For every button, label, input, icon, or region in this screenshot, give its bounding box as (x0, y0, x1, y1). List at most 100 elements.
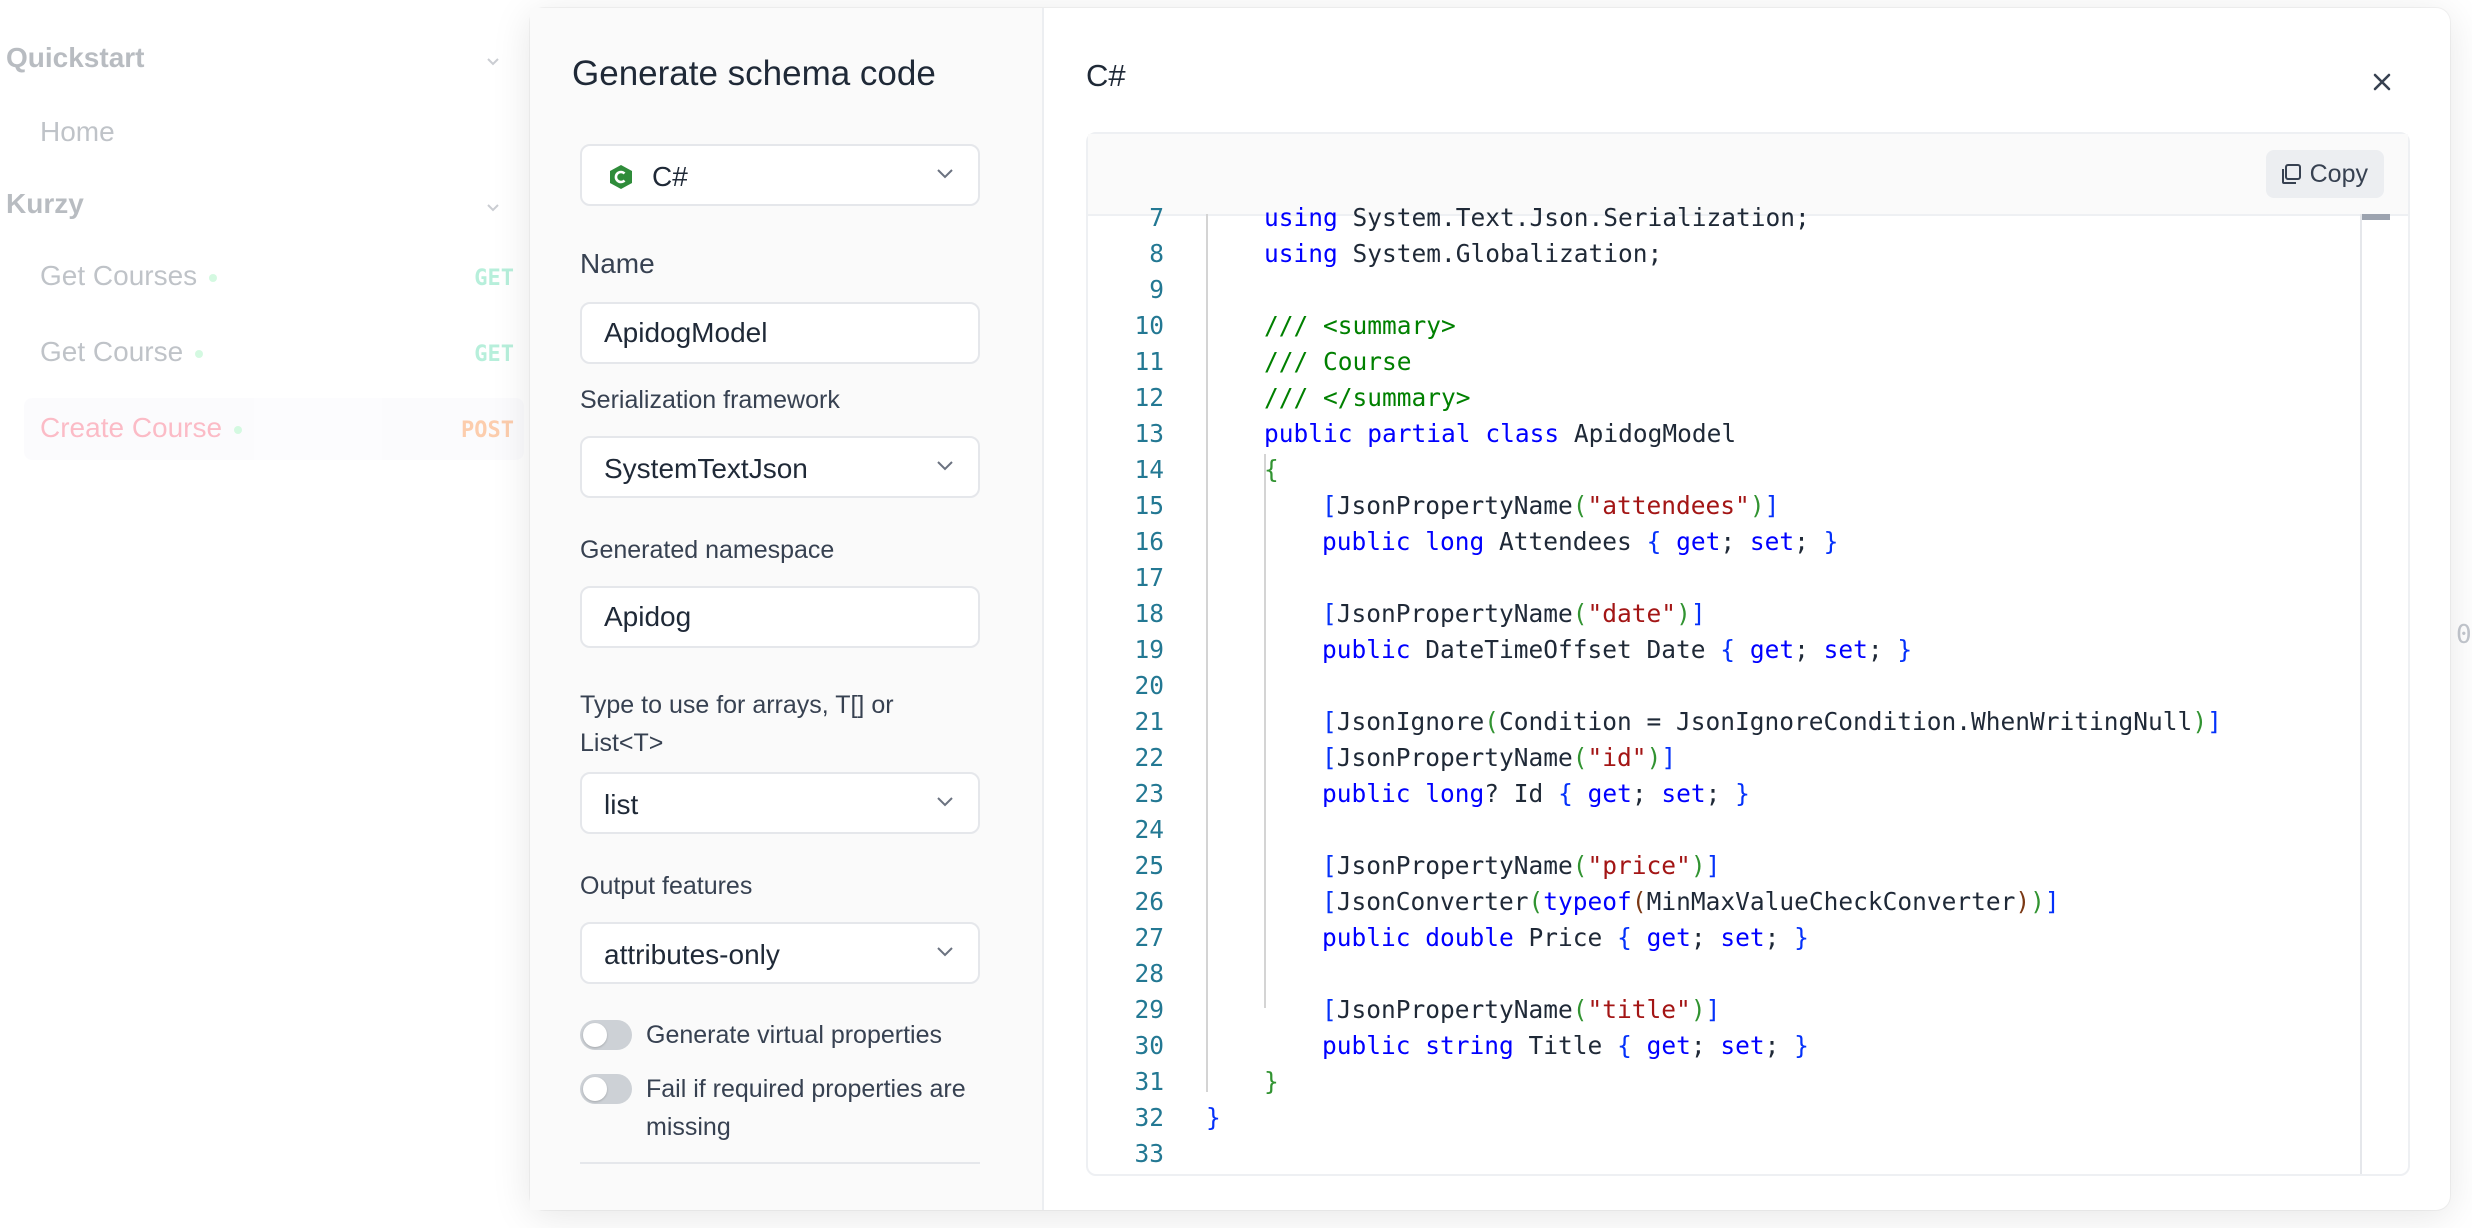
chevron-down-icon (487, 204, 499, 212)
status-dot (195, 349, 204, 358)
code-line: 7 using System.Text.Json.Serialization; (1088, 200, 2408, 236)
toggle-fail-if-required-missing[interactable] (580, 1074, 632, 1104)
line-content: public partial class ApidogModel (1264, 419, 1737, 448)
name-field[interactable] (580, 302, 980, 364)
code-line: 27 public double Price { get; set; } (1088, 920, 2408, 956)
chevron-down-icon (487, 58, 499, 66)
code-line: 25[JsonPropertyName("price")] (1088, 848, 2408, 884)
line-number: 14 (1134, 455, 1164, 484)
line-number: 24 (1134, 815, 1164, 844)
line-number: 23 (1134, 779, 1164, 808)
active-item-highlight (24, 398, 524, 460)
chevron-down-icon (937, 461, 953, 471)
scrollbar-thumb[interactable] (2362, 214, 2390, 220)
code-line: 23 public long? Id { get; set; } (1088, 776, 2408, 812)
chevron-down-icon (937, 797, 953, 807)
line-content: public string Title { get; set; } (1322, 1031, 1809, 1060)
code-line: 11 /// Course (1088, 344, 2408, 380)
code-line: 15[JsonPropertyName("attendees")] (1088, 488, 2408, 524)
language-value: C# (652, 161, 688, 192)
line-number: 22 (1134, 743, 1164, 772)
line-content: public long? Id { get; set; } (1322, 779, 1750, 808)
background-sidebar: Quickstart Home Kurzy Get Courses GET Ge… (0, 0, 530, 1228)
line-content: public DateTimeOffset Date { get; set; } (1322, 635, 1913, 664)
code-line: 21[JsonIgnore(Condition = JsonIgnoreCond… (1088, 704, 2408, 740)
toggle-knob (583, 1077, 607, 1101)
line-content: public long Attendees { get; set; } (1322, 527, 1839, 556)
indent-guide (1206, 214, 1208, 1092)
line-content: /// Course (1264, 347, 1412, 376)
code-toolbar: Copy (1088, 134, 2408, 216)
line-number: 33 (1134, 1139, 1164, 1168)
status-dot (209, 273, 218, 282)
line-content: /// </summary> (1264, 383, 1471, 412)
chevron-down-icon (937, 947, 953, 957)
line-content: using System.Globalization; (1264, 239, 1663, 268)
code-scroll-area[interactable]: 7 using System.Text.Json.Serialization; 8 u… (1088, 203, 2408, 1174)
line-content: [JsonPropertyName("attendees")] (1322, 491, 1780, 520)
generate-schema-code-modal: Generate schema code C# Name Serializati… (530, 8, 2450, 1210)
line-number: 11 (1134, 347, 1164, 376)
namespace-input[interactable] (582, 588, 978, 646)
method-badge: POST (461, 418, 514, 443)
line-content: [JsonPropertyName("id")] (1322, 743, 1677, 772)
line-content: [JsonPropertyName("price")] (1322, 851, 1721, 880)
settings-panel: Generate schema code C# Name Serializati… (530, 8, 1044, 1210)
line-number: 8 (1149, 239, 1164, 268)
copy-button[interactable]: Copy (2265, 150, 2384, 198)
array-type-label: Type to use for arrays, T[] or List<T> (580, 691, 894, 757)
output-features-select[interactable]: attributes-only (580, 922, 980, 984)
csharp-icon (610, 165, 632, 189)
line-number: 19 (1134, 635, 1164, 664)
code-line: 10/// <summary> (1088, 308, 2408, 344)
line-number: 31 (1134, 1067, 1164, 1096)
code-line: 22 [JsonPropertyName("id")] (1088, 740, 2408, 776)
line-number: 12 (1134, 383, 1164, 412)
line-content: using System.Text.Json.Serialization; (1264, 203, 1810, 232)
code-line: 16 public long Attendees { get; set; } (1088, 524, 2408, 560)
line-number: 17 (1134, 563, 1164, 592)
line-number: 7 (1149, 203, 1164, 232)
line-content: /// <summary> (1264, 311, 1456, 340)
code-line: 28 (1088, 956, 2408, 992)
sidebar-item-get-courses[interactable]: Get Courses (40, 260, 218, 292)
chevron-down-icon (937, 169, 953, 179)
name-input[interactable] (582, 304, 978, 362)
line-content: public double Price { get; set; } (1322, 923, 1809, 952)
output-features-value: attributes-only (604, 939, 780, 970)
toggle-virtual-properties-label: Generate virtual properties (646, 1021, 942, 1049)
language-select[interactable]: C# (580, 144, 980, 206)
line-number: 27 (1134, 923, 1164, 952)
line-number: 21 (1134, 707, 1164, 736)
vertical-scrollbar[interactable] (2360, 214, 2390, 1174)
code-line: 32} (1088, 1100, 2408, 1136)
line-content: [JsonPropertyName("date")] (1322, 599, 1706, 628)
code-line: 24 (1088, 812, 2408, 848)
modal-title: Generate schema code (572, 54, 936, 93)
code-line: 19 public DateTimeOffset Date { get; set;… (1088, 632, 2408, 668)
line-content: [JsonConverter(typeof(MinMaxValueCheckCo… (1322, 887, 2060, 916)
status-dot (234, 425, 243, 434)
method-badge: GET (474, 342, 514, 367)
line-number: 9 (1149, 275, 1164, 304)
sidebar-group-quickstart[interactable]: Quickstart (6, 42, 145, 73)
serialization-select[interactable]: SystemTextJson (580, 436, 980, 498)
code-line: 9 (1088, 272, 2408, 308)
array-type-select[interactable]: list (580, 772, 980, 834)
sidebar-item-create-course[interactable]: Create Course (40, 412, 243, 444)
array-type-value: list (604, 789, 639, 820)
namespace-field[interactable] (580, 586, 980, 648)
sidebar-item-home[interactable]: Home (40, 116, 115, 147)
sidebar-group-kurzy[interactable]: Kurzy (6, 188, 84, 219)
line-number: 16 (1134, 527, 1164, 556)
sidebar-item-get-course[interactable]: Get Course (40, 336, 204, 368)
line-number: 29 (1134, 995, 1164, 1024)
code-line: 31} (1088, 1064, 2408, 1100)
close-icon[interactable] (2368, 68, 2396, 96)
copy-label: Copy (2309, 159, 2368, 188)
name-label: Name (580, 248, 655, 279)
toggle-fail-if-required-missing-label: Fail if required properties are missing (646, 1075, 966, 1141)
line-content: } (1264, 1067, 1279, 1096)
toggle-virtual-properties[interactable] (580, 1020, 632, 1050)
